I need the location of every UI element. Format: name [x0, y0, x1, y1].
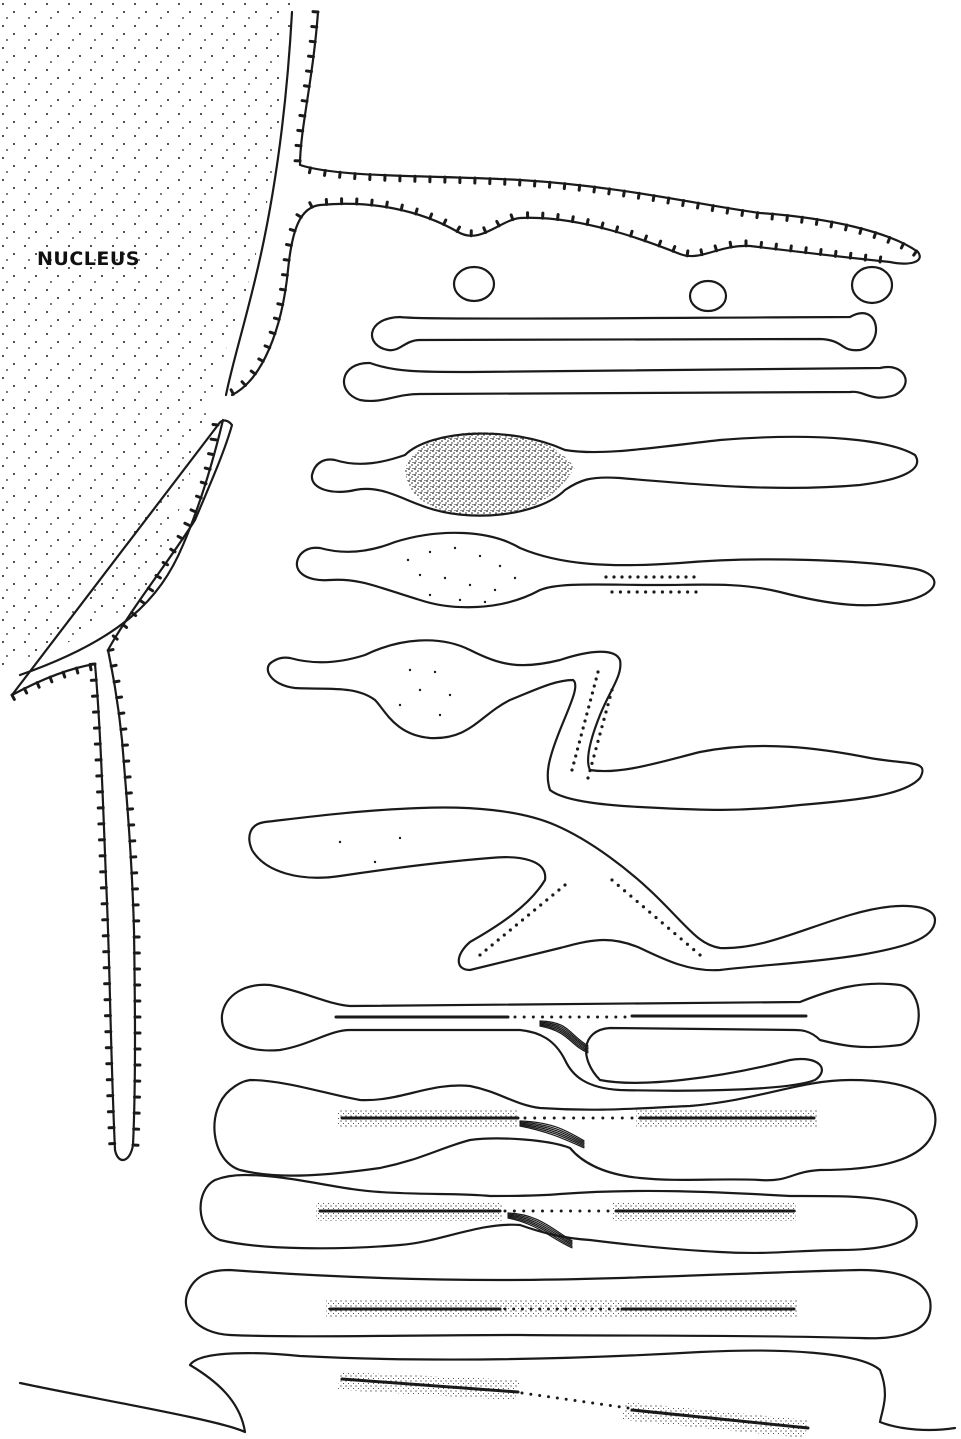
cisterna-2	[344, 363, 906, 401]
cisterna-5	[268, 640, 923, 810]
nucleus-label: NUCLEUS	[37, 248, 140, 270]
cisterna-3	[312, 432, 917, 516]
cisterna-4	[297, 533, 935, 607]
cisterna-7	[222, 984, 919, 1091]
cisterna-1	[372, 313, 876, 350]
nucleus	[0, 0, 292, 670]
plasma-membrane	[20, 1351, 955, 1438]
cisterna-6	[249, 808, 935, 971]
cisterna-9	[201, 1175, 917, 1253]
cisterna-8	[214, 1080, 935, 1180]
cisterna-10	[186, 1270, 931, 1338]
transport-vesicles	[454, 267, 892, 311]
